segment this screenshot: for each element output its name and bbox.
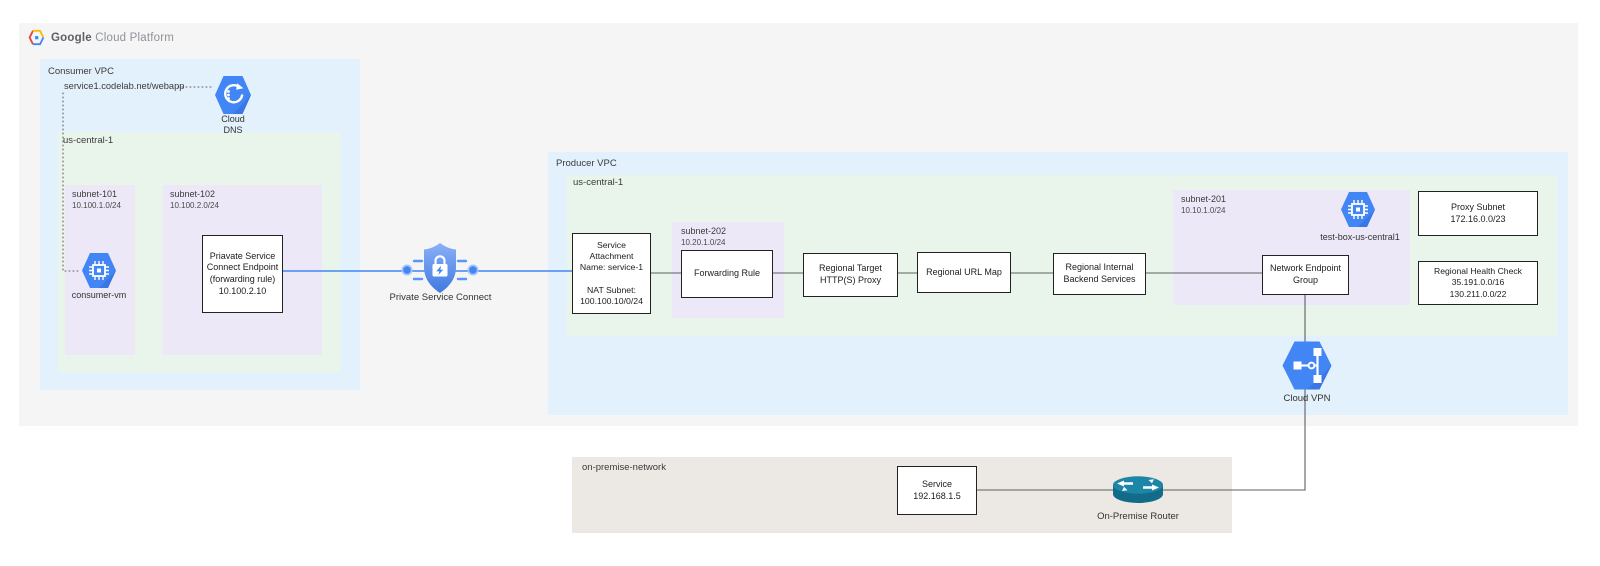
header-logo: Google Cloud Platform (28, 29, 174, 46)
producer-region-label: us-central-1 (573, 177, 624, 188)
regional-health-check-node: Regional Health Check 35.191.0.0/16 130.… (1418, 261, 1538, 305)
private-service-connect-icon (401, 243, 479, 293)
on-premise-service-node: Service 192.168.1.5 (897, 466, 977, 515)
test-box-label: test-box-us-central1 (1320, 232, 1400, 242)
on-premise-router-icon (1113, 476, 1163, 503)
consumer-vm-label: consumer-vm (71, 290, 127, 300)
cloud-dns-label: Cloud DNS (221, 114, 245, 136)
logo-brand: Google (51, 31, 92, 44)
logo-product: Cloud Platform (95, 31, 175, 44)
regional-backend-services-node: Regional Internal Backend Services (1053, 253, 1146, 295)
on-premise-title: on-premise-network (582, 462, 666, 473)
cloud-vpn-label: Cloud VPN (1283, 393, 1331, 404)
regional-target-proxy-node: Regional Target HTTP(S) Proxy (803, 253, 898, 297)
subnet-101-cidr: 10.100.1.0/24 (72, 201, 121, 210)
network-endpoint-group-node: Network Endpoint Group (1262, 255, 1349, 295)
dns-record-text: service1.codelab.net/webapp (64, 81, 185, 91)
subnet-201-name: subnet-201 (1181, 194, 1227, 204)
consumer-region-label: us-central-1 (63, 135, 114, 146)
service-attachment-node: Service Attachment Name: service-1 NAT S… (572, 233, 651, 314)
psc-endpoint-node: Priavate Service Connect Endpoint (forwa… (202, 235, 283, 313)
subnet-101-name: subnet-101 (72, 189, 118, 199)
forwarding-rule-node: Forwarding Rule (681, 250, 773, 298)
google-cloud-platform-logo-icon (28, 29, 45, 46)
psc-label: Private Service Connect (389, 292, 492, 303)
logo-text: Google Cloud Platform (51, 32, 174, 44)
consumer-vpc-title: Consumer VPC (48, 66, 114, 77)
regional-url-map-node: Regional URL Map (917, 252, 1011, 293)
consumer-vm-icon (82, 253, 116, 288)
subnet-202-cidr: 10.20.1.0/24 (681, 238, 726, 247)
producer-vpc-title: Producer VPC (556, 158, 617, 169)
on-premise-router-label: On-Premise Router (1097, 511, 1179, 522)
subnet-102-name: subnet-102 (170, 189, 216, 199)
test-box-vm-icon (1341, 192, 1375, 227)
subnet-201-cidr: 10.10.1.0/24 (1181, 206, 1226, 215)
subnet-102-cidr: 10.100.2.0/24 (170, 201, 219, 210)
cloud-vpn-icon (1282, 341, 1332, 390)
cloud-dns-icon (215, 76, 251, 114)
subnet-202-name: subnet-202 (681, 226, 727, 236)
proxy-subnet-node: Proxy Subnet 172.16.0.0/23 (1418, 191, 1538, 236)
